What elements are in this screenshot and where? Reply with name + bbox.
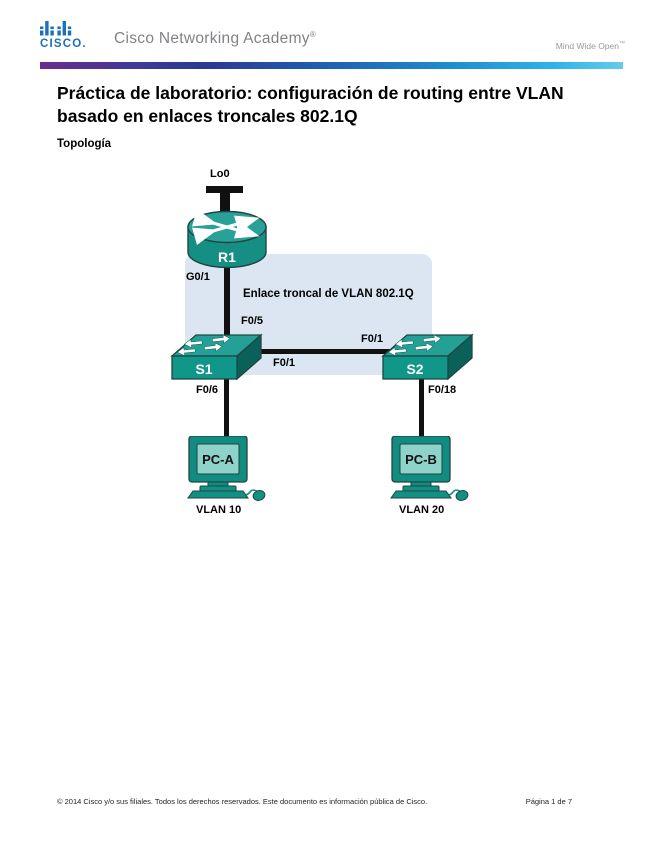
- port-label-f0-5: F0/5: [241, 315, 264, 327]
- page-title-line2: basado en enlaces troncales 802.1Q: [57, 106, 358, 126]
- tagline-mark: ™: [619, 41, 625, 48]
- vlan10-label: VLAN 10: [196, 504, 242, 516]
- cisco-logo-bars: [40, 21, 72, 36]
- tagline-name: Mind Wide Open: [555, 41, 619, 51]
- port-label-lo0: Lo0: [210, 168, 230, 180]
- loopback-connector-bar: [206, 186, 243, 193]
- cisco-logo-text: CISCO.: [40, 38, 87, 49]
- vlan20-label: VLAN 20: [399, 504, 445, 516]
- switch-arrows-icon: [387, 334, 442, 357]
- port-label-g0-1: G0/1: [186, 271, 210, 283]
- trunk-region-label: Enlace troncal de VLAN 802.1Q: [243, 288, 414, 300]
- mouse-icon: [455, 490, 469, 501]
- mouse-icon: [252, 490, 266, 501]
- router-icon: R1: [187, 210, 267, 269]
- link-s1-pca: [224, 374, 229, 440]
- router-arrows-icon: [191, 210, 260, 245]
- pc-icon: PC-B: [390, 436, 469, 501]
- link-s1-s2: [252, 349, 392, 354]
- brand-mark: ®: [309, 30, 317, 39]
- mouse-cable-icon: [448, 489, 461, 496]
- mouse-cable-icon: [245, 489, 258, 496]
- port-label-f0-6: F0/6: [196, 384, 219, 396]
- pc-b-label: PC-B: [405, 452, 437, 467]
- pc-icon: PC-A: [187, 436, 266, 501]
- header-gradient-bar: [40, 62, 623, 69]
- page-title: Práctica de laboratorio: configuración d…: [57, 82, 622, 128]
- port-label-f0-18: F0/18: [428, 384, 457, 396]
- port-label-f0-1-s2: F0/1: [361, 333, 384, 345]
- switch-icon: S2: [381, 333, 474, 381]
- page-title-line1: Práctica de laboratorio: configuración d…: [57, 83, 564, 103]
- switch-arrows-icon: [176, 334, 231, 357]
- tagline-text: Mind Wide Open™: [556, 41, 625, 51]
- brand-text: Cisco Networking Academy®: [114, 30, 316, 48]
- switch-icon: S1: [170, 333, 263, 381]
- port-label-f0-1-s1: F0/1: [273, 357, 296, 369]
- link-s2-pcb: [419, 374, 424, 440]
- router-label: R1: [218, 249, 236, 265]
- pc-a-label: PC-A: [202, 452, 234, 467]
- topology-heading: Topología: [57, 138, 112, 150]
- footer-page-indicator: Página 1 de 7: [525, 797, 572, 806]
- link-r1-s1: [224, 230, 230, 338]
- footer-copyright: © 2014 Cisco y/o sus filiales. Todos los…: [57, 797, 428, 806]
- cisco-logo: CISCO.: [40, 21, 87, 49]
- loopback-connector-stem: [220, 191, 230, 217]
- brand-name: Cisco Networking Academy: [114, 30, 310, 48]
- switch2-label: S2: [406, 361, 423, 377]
- switch1-label: S1: [195, 361, 212, 377]
- page-footer: © 2014 Cisco y/o sus filiales. Todos los…: [57, 797, 572, 806]
